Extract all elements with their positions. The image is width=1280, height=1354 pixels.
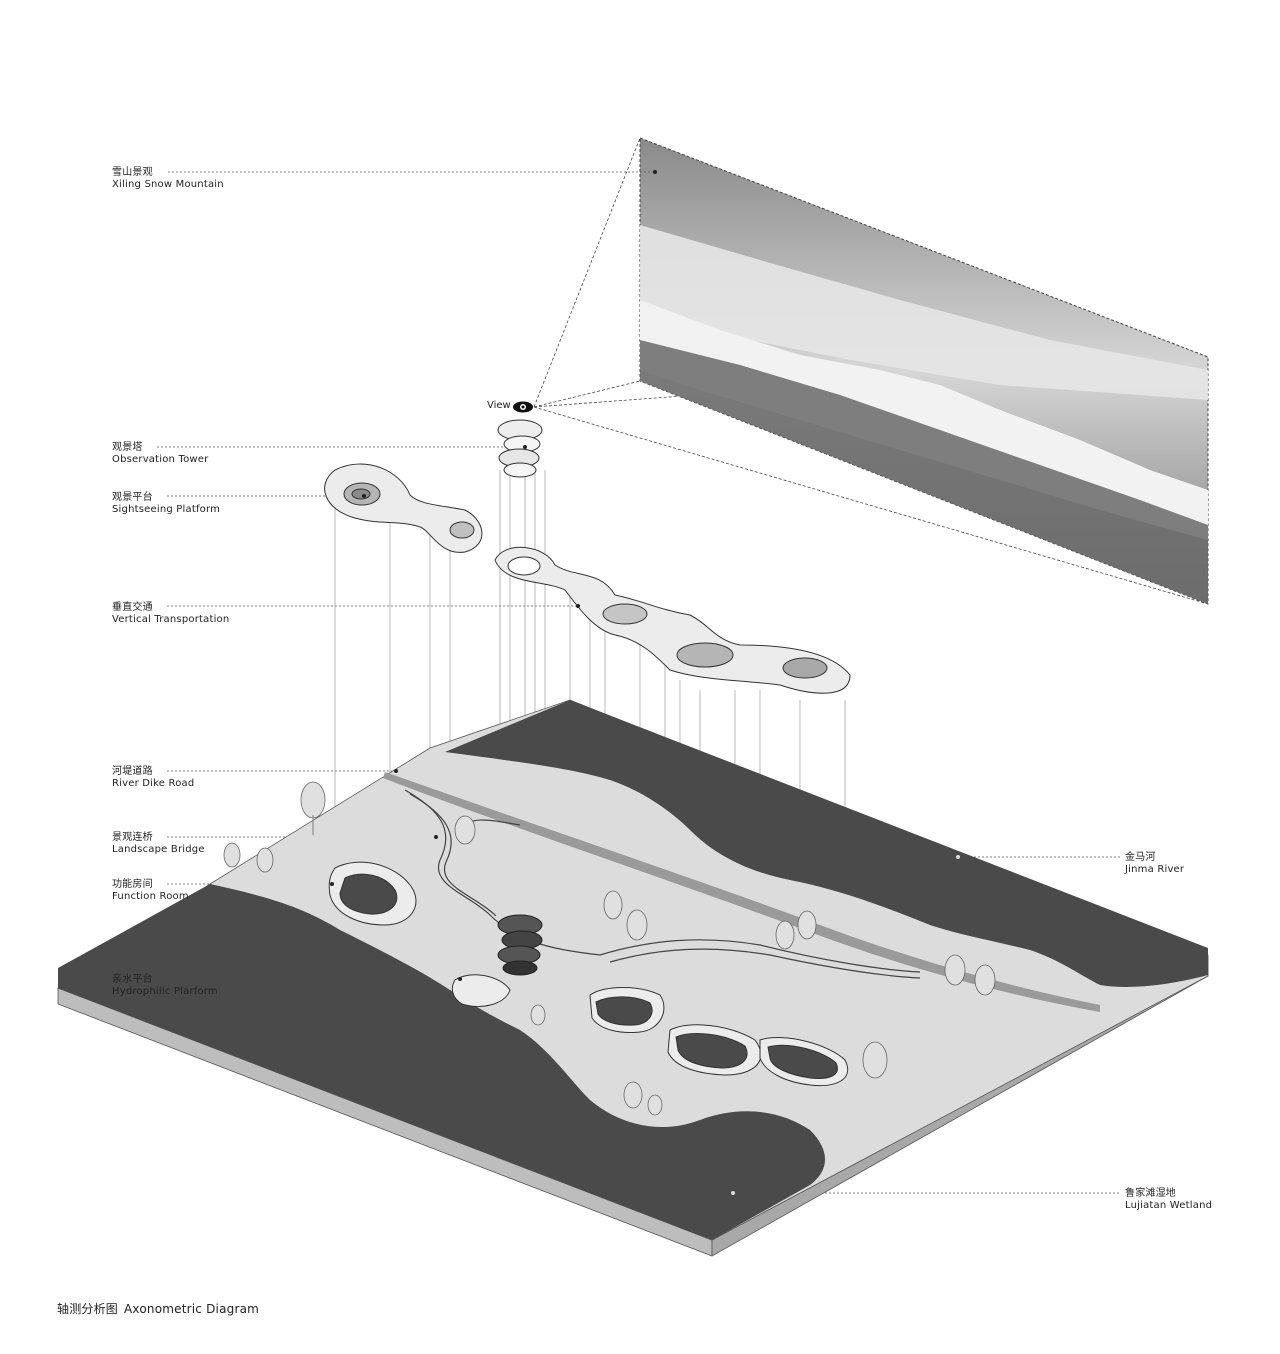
label-snow-mountain: 雪山景观 Xiling Snow Mountain — [112, 167, 224, 190]
caption-cn: 轴测分析图 — [57, 1302, 119, 1316]
caption-en: Axonometric Diagram — [124, 1302, 260, 1316]
label-lujiatan-wetland: 鲁家滩湿地 Lujiatan Wetland — [1125, 1188, 1213, 1211]
label-river-dike-road: 河堤道路 River Dike Road — [112, 766, 195, 789]
label-vertical-transportation: 垂直交通 Vertical Transportation — [112, 602, 230, 625]
function-rooms — [328, 861, 848, 1087]
upper-platform-model — [494, 546, 851, 694]
label-observation-tower: 观景塔 Observation Tower — [112, 442, 209, 465]
eye-icon — [513, 401, 533, 413]
view-label: View — [487, 400, 511, 411]
label-jinma-river: 金马河 Jinma River — [1125, 852, 1185, 875]
diagram-caption: 轴测分析图 Axonometric Diagram — [57, 1300, 259, 1317]
observation-tower-ground — [497, 914, 543, 976]
jinma-river-water — [445, 700, 1208, 987]
label-sightseeing-platform: 观景平台 Sightseeing Platform — [112, 492, 221, 515]
trees — [223, 781, 996, 1116]
label-dots — [330, 170, 960, 1195]
label-landscape-bridge: 景观连桥 Landscape Bridge — [112, 832, 205, 855]
label-function-room: 功能房间 Function Room — [112, 879, 189, 902]
snow-mountain-panorama — [639, 137, 1209, 605]
label-hydrophilic-platform: 亲水平台 Hydrophilic Plarform — [112, 974, 218, 997]
landscape-bridge — [404, 789, 921, 979]
sightseeing-platform-model — [324, 463, 483, 553]
observation-tower-model — [497, 419, 543, 478]
lujiatan-wetland-water — [58, 884, 825, 1240]
